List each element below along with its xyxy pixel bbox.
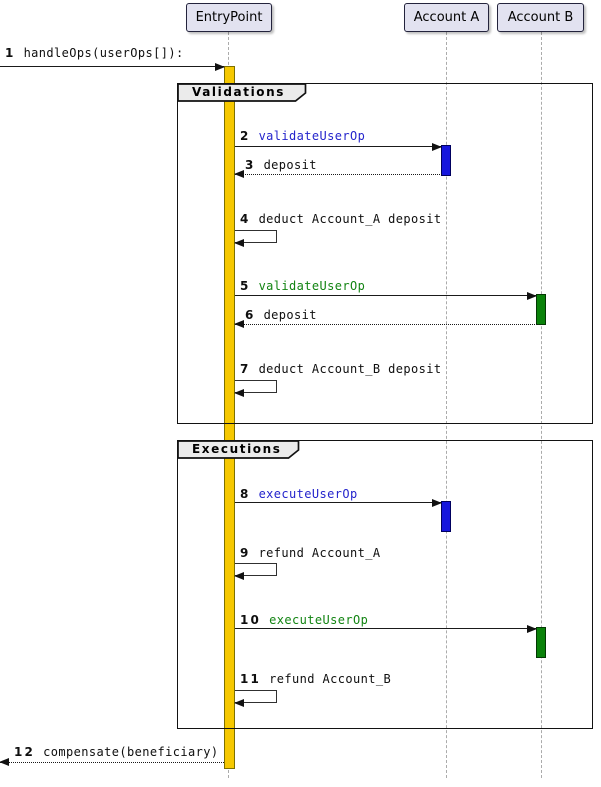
arrowhead-right-icon — [527, 625, 537, 633]
group-executions-label-shape — [177, 440, 300, 459]
activation-entrypoint — [224, 66, 235, 769]
message-10-number: 10 — [240, 613, 262, 627]
participant-account-b-label: Account B — [507, 10, 574, 25]
message-10-text: 10 executeUserOp — [240, 613, 368, 627]
message-11-text: 11 refund Account_B — [240, 672, 391, 686]
message-4-number: 4 — [240, 212, 251, 226]
lifeline-account-a — [446, 32, 447, 778]
message-11-self-arrow — [234, 690, 277, 707]
message-9-label: refund Account_A — [258, 546, 381, 560]
message-8-text: 8 executeUserOp — [240, 487, 358, 501]
message-2-label: validateUserOp — [258, 129, 366, 143]
message-6-arrow — [234, 320, 537, 328]
arrowhead-left-icon — [234, 170, 244, 178]
arrowhead-right-icon — [215, 63, 225, 71]
activation-account-b-2 — [536, 627, 546, 658]
arrowhead-left-icon — [234, 699, 244, 707]
message-12-text: 12 compensate(beneficiary) — [14, 745, 218, 759]
message-1-label: handleOps(userOps[]): — [23, 46, 184, 60]
message-1-arrow — [0, 63, 225, 71]
arrowhead-left-icon — [234, 320, 244, 328]
message-4-self-arrow — [234, 230, 277, 247]
message-12-label: compensate(beneficiary) — [43, 745, 219, 759]
participant-entrypoint: EntryPoint — [186, 3, 272, 32]
message-11-number: 11 — [240, 672, 262, 686]
arrowhead-left-icon — [234, 239, 244, 247]
message-12-arrow — [0, 758, 224, 766]
activation-account-a-2 — [441, 501, 451, 532]
message-6-number: 6 — [245, 308, 256, 322]
activation-account-a-1 — [441, 145, 451, 176]
message-12-number: 12 — [14, 745, 36, 759]
message-1-number: 1 — [5, 46, 16, 60]
message-3-number: 3 — [245, 158, 256, 172]
message-7-label: deduct Account_B deposit — [258, 362, 442, 376]
message-9-number: 9 — [240, 546, 251, 560]
message-10-label: executeUserOp — [269, 613, 369, 627]
arrowhead-left-icon — [234, 572, 244, 580]
message-9-self-arrow — [234, 563, 277, 580]
arrowhead-right-icon — [527, 292, 537, 300]
message-4-label: deduct Account_A deposit — [258, 212, 442, 226]
message-2-arrow — [235, 143, 442, 151]
message-5-text: 5 validateUserOp — [240, 279, 365, 293]
arrowhead-right-icon — [432, 143, 442, 151]
message-3-label: deposit — [263, 158, 317, 172]
message-8-label: executeUserOp — [258, 487, 358, 501]
message-5-arrow — [235, 292, 537, 300]
group-validations-label-shape — [177, 83, 307, 102]
message-5-label: validateUserOp — [258, 279, 366, 293]
participant-account-a: Account A — [404, 3, 489, 32]
message-1-text: 1 handleOps(userOps[]): — [5, 46, 184, 60]
message-5-number: 5 — [240, 279, 251, 293]
message-2-text: 2 validateUserOp — [240, 129, 365, 143]
group-executions-label: Executions — [192, 442, 282, 456]
message-2-number: 2 — [240, 129, 251, 143]
message-3-arrow — [234, 170, 442, 178]
group-executions — [177, 440, 593, 729]
participant-account-a-label: Account A — [413, 10, 480, 25]
message-4-text: 4 deduct Account_A deposit — [240, 212, 442, 226]
message-7-self-arrow — [234, 380, 277, 397]
group-validations-label: Validations — [192, 85, 286, 99]
message-3-text: 3 deposit — [245, 158, 317, 172]
arrowhead-left-icon — [0, 758, 9, 766]
message-6-label: deposit — [263, 308, 317, 322]
message-9-text: 9 refund Account_A — [240, 546, 381, 560]
message-10-arrow — [235, 625, 537, 633]
message-7-number: 7 — [240, 362, 251, 376]
message-6-text: 6 deposit — [245, 308, 317, 322]
participant-entrypoint-label: EntryPoint — [195, 10, 263, 25]
group-validations — [177, 83, 593, 424]
message-8-number: 8 — [240, 487, 251, 501]
message-11-label: refund Account_B — [269, 672, 392, 686]
arrowhead-right-icon — [432, 499, 442, 507]
message-8-arrow — [235, 499, 442, 507]
message-7-text: 7 deduct Account_B deposit — [240, 362, 442, 376]
lifeline-account-b — [541, 32, 542, 778]
participant-account-b: Account B — [497, 3, 584, 32]
arrowhead-left-icon — [234, 389, 244, 397]
activation-account-b-1 — [536, 294, 546, 325]
